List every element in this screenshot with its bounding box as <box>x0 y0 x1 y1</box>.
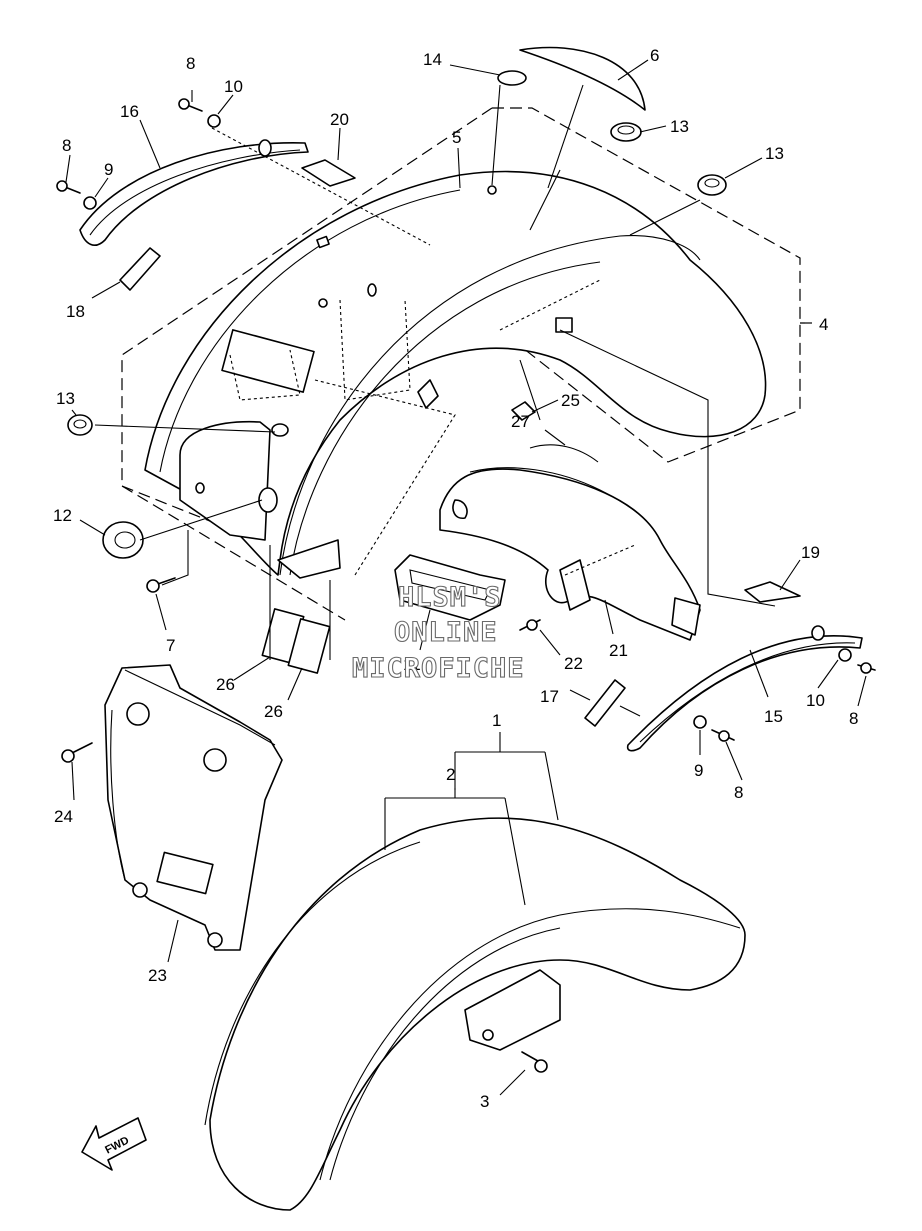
callout-10-a: 10 <box>224 77 243 96</box>
callout-10-b: 10 <box>806 691 825 710</box>
callout-26-a: 26 <box>216 675 235 694</box>
callout-14: 14 <box>423 50 442 69</box>
rubber-pad-17 <box>584 679 626 727</box>
callout-13-c: 13 <box>56 389 75 408</box>
rubber-pad-19 <box>744 581 801 603</box>
callout-16: 16 <box>120 102 139 121</box>
band-27 <box>529 444 599 463</box>
callout-21: 21 <box>609 641 628 660</box>
grommet-13-left <box>67 414 93 436</box>
callout-27: 27 <box>511 412 530 431</box>
callout-8-a: 8 <box>186 54 195 73</box>
label-26b <box>287 618 331 674</box>
watermark-line-2: ONLINE <box>394 617 498 648</box>
license-plate-light-cover <box>394 554 506 621</box>
right-side-rail <box>626 625 863 752</box>
callout-20: 20 <box>330 110 349 129</box>
callout-1: 1 <box>492 711 501 730</box>
forward-arrow-icon: FWD <box>81 1117 147 1171</box>
callout-26-b: 26 <box>264 702 283 721</box>
callout-25: 25 <box>561 391 580 410</box>
side-cover <box>104 664 283 951</box>
callout-15: 15 <box>764 707 783 726</box>
callout-3: 3 <box>480 1092 489 1111</box>
washer-14 <box>497 70 527 86</box>
grommet-13-right <box>697 174 727 196</box>
callout-23: 23 <box>148 966 167 985</box>
callout-2: 2 <box>446 765 455 784</box>
callout-19: 19 <box>801 543 820 562</box>
callout-22: 22 <box>564 654 583 673</box>
callout-5: 5 <box>452 128 461 147</box>
rubber-pad-20 <box>301 159 356 187</box>
callout-8-d: 8 <box>734 783 743 802</box>
rubber-pad-18 <box>119 247 161 291</box>
bracket-lines <box>384 732 559 906</box>
bolts <box>56 98 876 1073</box>
callout-13-a: 13 <box>670 117 689 136</box>
callout-9-a: 9 <box>104 160 113 179</box>
watermark-line-1: HLSM'S <box>398 582 502 613</box>
rear-inner-guard <box>439 467 701 641</box>
nut-25 <box>511 401 536 421</box>
callout-24: 24 <box>54 807 73 826</box>
callout-13-b: 13 <box>765 144 784 163</box>
watermark: HLSM'S ONLINE MICROFICHE <box>351 581 525 684</box>
callout-9-b: 9 <box>694 761 703 780</box>
left-side-rail <box>79 139 309 246</box>
callout-11: 11 <box>403 655 421 674</box>
callout-18: 18 <box>66 302 85 321</box>
callout-4: 4 <box>819 315 828 334</box>
callout-17: 17 <box>540 687 559 706</box>
watermark-line-3: MICROFICHE <box>352 653 525 684</box>
rear-fender <box>144 170 767 579</box>
leader-lines <box>65 59 867 1096</box>
callout-labels: 1 2 3 4 5 6 7 8 8 8 8 9 9 10 10 11 12 13… <box>53 46 858 1111</box>
callout-8-b: 8 <box>62 136 71 155</box>
callout-7: 7 <box>166 636 175 655</box>
grommet-13-top <box>610 122 642 142</box>
trim-strip <box>519 46 646 111</box>
callout-12: 12 <box>53 506 72 525</box>
callout-6: 6 <box>650 46 659 65</box>
front-fender <box>204 817 746 1211</box>
grommet-12 <box>102 521 144 559</box>
callout-8-c: 8 <box>849 709 858 728</box>
